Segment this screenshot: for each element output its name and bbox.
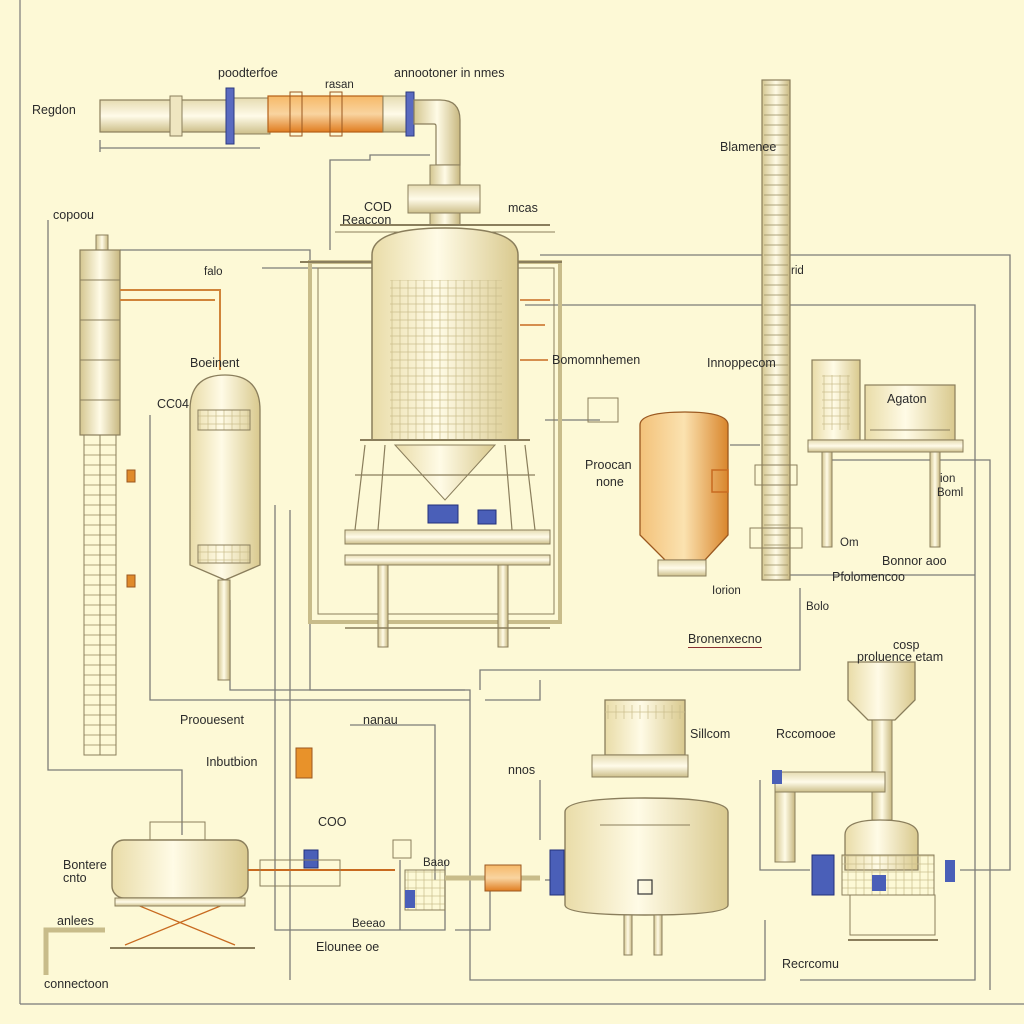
label-recrcomu: Recrcomu <box>782 957 839 971</box>
bottom-mixer <box>549 699 729 956</box>
label-cod: COD <box>364 200 392 214</box>
label-anlees: anlees <box>57 914 94 928</box>
label-proouesent: Proouesent <box>180 713 244 727</box>
label-bronenxecno: Bronenxecno <box>688 632 762 648</box>
label-rasan: rasan <box>325 79 354 91</box>
main-reactor <box>300 227 619 648</box>
label-cnto: cnto <box>63 871 87 885</box>
label-bomomnhemen: Bomomnhemen <box>552 353 641 367</box>
label-om: Om <box>840 537 859 549</box>
label-beeao: Beeao <box>352 918 386 930</box>
hopper-unit <box>772 661 955 941</box>
label-boml: Boml <box>937 487 964 499</box>
label-inbutbion: Inbutbion <box>206 755 258 769</box>
label-ion: ion <box>940 473 956 485</box>
label-proocan: Proocan <box>585 458 632 472</box>
left-vessel <box>189 374 261 681</box>
label-connectoon: connectoon <box>44 977 109 991</box>
label-rccomooe: Rccomooe <box>776 727 836 741</box>
label-baao: Baao <box>423 857 450 869</box>
label-blamene: Blamenee <box>720 140 777 154</box>
label-coo: COO <box>318 815 347 829</box>
label-bontere: Bontere <box>63 858 107 872</box>
label-reaccon: Reaccon <box>342 213 392 227</box>
label-elounee: Elounee oe <box>316 940 380 954</box>
label-nnos: nnos <box>508 763 536 777</box>
label-innoppecom: Innoppecom <box>707 356 776 370</box>
label-copoou: copoou <box>53 208 95 222</box>
tall-stack <box>749 79 803 581</box>
horizontal-drum <box>43 747 540 975</box>
label-mcas: mcas <box>508 201 538 215</box>
label-cosp: cosp <box>893 638 920 652</box>
label-iorion: Iorion <box>712 585 741 597</box>
label-bonnor: Bonnor aoo <box>882 554 947 568</box>
label-poodterfoe: poodterfoe <box>218 66 278 80</box>
right-skid <box>807 359 964 548</box>
label-sillcom: Sillcom <box>690 727 731 741</box>
label-rid: rid <box>791 265 804 277</box>
left-column <box>79 234 221 756</box>
label-none: none <box>596 475 624 489</box>
label-agaton: Agaton <box>887 392 927 406</box>
label-annootoner: annootoner in nmes <box>394 66 505 80</box>
label-bolo: Bolo <box>806 601 830 613</box>
label-regdon: Regdon <box>32 103 76 117</box>
label-cc04: CC04 <box>157 397 189 411</box>
label-pfolomencoo: Pfolomencoo <box>832 570 905 584</box>
label-proluence: proluence etam <box>857 650 944 664</box>
reactor-nozzle <box>335 164 555 233</box>
label-falo: falo <box>204 266 223 278</box>
copper-tank <box>639 411 729 577</box>
label-boeinent: Boeinent <box>190 356 240 370</box>
top-pipe <box>99 87 461 166</box>
label-nanau: nanau <box>363 713 398 727</box>
